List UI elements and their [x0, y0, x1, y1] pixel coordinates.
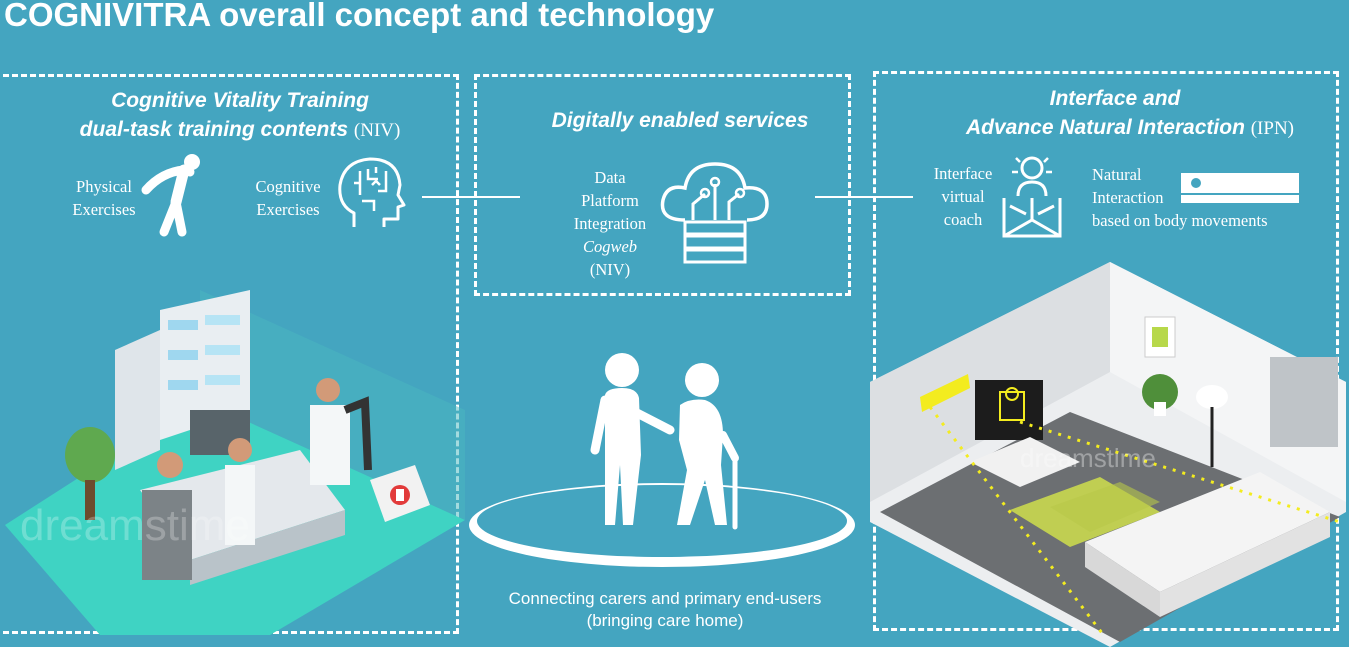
physical-exercises-label: Physical Exercises: [62, 175, 146, 221]
center-section-title: Digitally enabled services: [551, 109, 809, 132]
platform-line5: (NIV): [589, 260, 631, 279]
coach-line3: coach: [943, 210, 983, 229]
cognitive-exercises-label: Cognitive Exercises: [246, 175, 330, 221]
platform-line4: Cogweb: [582, 237, 638, 256]
center-right-connector: [815, 196, 913, 198]
virtual-coach-icon: [1002, 156, 1062, 238]
physical-line2: Exercises: [72, 200, 136, 219]
natural-line1: Natural: [1092, 165, 1142, 184]
virtual-coach-label: Interface virtual coach: [922, 162, 1004, 231]
left-tag: (NIV): [353, 120, 401, 141]
center-caption: Connecting carers and primary end-users …: [440, 588, 890, 632]
natural-line2: Interaction: [1092, 188, 1164, 207]
platform-label: Data Platform Integration Cogweb (NIV): [560, 166, 660, 281]
cognitive-line1: Cognitive: [255, 177, 321, 196]
left-title-line1: Cognitive Vitality Training: [111, 89, 369, 112]
natural-line3: based on body movements: [1092, 211, 1268, 230]
left-watermark: dreamstime: [20, 501, 250, 550]
page-title: COGNIVITRA overall concept and technolog…: [4, 0, 715, 33]
platform-line1: Data: [594, 168, 626, 187]
physical-line1: Physical: [76, 177, 132, 196]
platform-line3: Integration: [573, 214, 647, 233]
coach-line1: Interface: [933, 164, 993, 183]
right-title-line2: Advance Natural Interaction: [965, 116, 1245, 139]
platform-line2: Platform: [581, 191, 639, 210]
left-title-line2: dual-task training contents: [79, 118, 349, 141]
caption-line2: (bringing care home): [586, 611, 744, 630]
left-section-title: Cognitive Vitality Training dual-task tr…: [40, 86, 440, 145]
caption-line1: Connecting carers and primary end-users: [508, 589, 822, 608]
right-watermark: dreamstime: [1020, 443, 1156, 473]
coach-line2: virtual: [941, 187, 985, 206]
right-section-title: Interface and Advance Natural Interactio…: [930, 84, 1330, 143]
center-section-box: [474, 74, 851, 296]
left-center-connector: [422, 196, 520, 198]
cognitive-line2: Exercises: [256, 200, 320, 219]
clinic-illustration: dreamstime: [5, 290, 465, 635]
carers-platform-illustration: [469, 353, 855, 567]
stretching-person-icon: [141, 154, 200, 237]
natural-interaction-label: Natural Interaction based on body moveme…: [1092, 163, 1292, 232]
motion-sensor-bar-icon: [1181, 173, 1299, 203]
right-tag: (IPN): [1250, 118, 1295, 139]
cloud-server-icon: [660, 162, 769, 264]
living-room-illustration: dreamstime: [870, 262, 1346, 647]
right-title-line1: Interface and: [1049, 87, 1181, 110]
brain-head-icon: [338, 157, 406, 227]
